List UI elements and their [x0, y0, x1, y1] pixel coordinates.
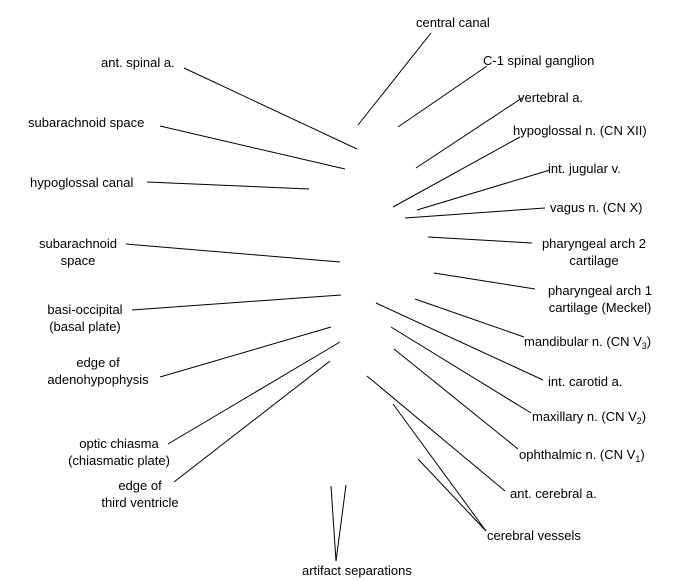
leader-edge-third-ventricle — [173, 360, 331, 483]
label-vagus-n: vagus n. (CN X) — [550, 200, 643, 215]
label-line: subarachnoid — [38, 236, 118, 251]
leader-cerebral-vessels-1 — [392, 403, 487, 532]
label-subscript: 3 — [641, 341, 647, 351]
label-subscript: 1 — [635, 454, 641, 464]
leader-artifact-1 — [330, 485, 337, 562]
label-edge-adenohypophysis: edge of adenohypophysis — [42, 354, 154, 388]
leader-optic-chiasma — [167, 341, 341, 445]
label-optic-chiasma: optic chiasma (chiasmatic plate) — [58, 435, 180, 469]
label-line: pharyngeal arch 2 — [541, 236, 647, 251]
label-int-jugular-v: int. jugular v. — [548, 161, 621, 176]
leader-subarachnoid-space-1 — [159, 125, 346, 170]
label-line: adenohypophysis — [47, 372, 149, 387]
label-text: maxillary n. (CN V — [532, 409, 637, 424]
label-pharyngeal-arch-1: pharyngeal arch 1 cartilage (Meckel) — [538, 282, 662, 316]
label-line: (basal plate) — [49, 319, 121, 334]
label-mandibular-n: mandibular n. (CN V3) — [524, 333, 652, 351]
leader-subarachnoid-space-2 — [125, 243, 341, 263]
leader-pharyngeal-arch-2 — [427, 236, 533, 244]
label-hypoglossal-n: hypoglossal n. (CN XII) — [513, 123, 647, 138]
label-central-canal: central canal — [416, 15, 490, 30]
label-vertebral-a: vertebral a. — [518, 90, 584, 105]
leader-ant-spinal-a — [183, 67, 358, 150]
leader-edge-adenohypophysis — [159, 326, 332, 378]
label-line: edge of — [76, 355, 120, 370]
leader-maxillary-n — [390, 326, 532, 414]
label-cerebral-vessels: cerebral vessels — [487, 528, 581, 543]
label-text: ) — [646, 334, 652, 349]
label-line: (chiasmatic plate) — [68, 453, 170, 468]
label-text: mandibular n. (CN V — [524, 334, 642, 349]
label-artifact-separations: artifact separations — [302, 563, 412, 578]
label-int-carotid-a: int. carotid a. — [548, 374, 623, 389]
leader-ant-cerebral-a — [366, 375, 506, 492]
leader-int-carotid-a — [375, 302, 544, 381]
label-line: edge of — [118, 478, 162, 493]
leader-artifact-2 — [335, 484, 347, 562]
leader-central-canal — [357, 32, 432, 126]
label-pharyngeal-arch-2: pharyngeal arch 2 cartilage — [534, 235, 654, 269]
label-subscript: 2 — [636, 416, 642, 426]
leader-basi-occipital — [131, 294, 342, 311]
label-line: basi-occipital — [47, 302, 123, 317]
leader-cerebral-vessels-2 — [417, 458, 487, 532]
label-edge-third-ventricle: edge of third ventricle — [94, 477, 186, 511]
label-maxillary-n: maxillary n. (CN V2) — [532, 408, 647, 426]
label-basi-occipital: basi-occipital (basal plate) — [38, 301, 132, 335]
label-text: ophthalmic n. (CN V — [519, 447, 636, 462]
label-subarachnoid-space-2: subarachnoid space — [30, 235, 126, 269]
label-line: space — [60, 253, 96, 268]
label-c1-spinal-ganglion: C-1 spinal ganglion — [483, 53, 595, 68]
label-ant-cerebral-a: ant. cerebral a. — [510, 486, 597, 501]
label-line: cartilage — [569, 253, 619, 268]
leader-pharyngeal-arch-1 — [433, 272, 536, 290]
label-hypoglossal-canal: hypoglossal canal — [30, 175, 134, 190]
leader-hypoglossal-canal — [146, 181, 310, 190]
leader-vertebral-a — [415, 97, 523, 169]
label-line: pharyngeal arch 1 — [547, 283, 653, 298]
leader-ophthalmic-n — [393, 348, 519, 450]
label-line: third ventricle — [101, 495, 179, 510]
label-line: optic chiasma — [79, 436, 159, 451]
leader-hypoglossal-n — [392, 136, 521, 208]
label-line: cartilage (Meckel) — [548, 300, 652, 315]
label-ophthalmic-n: ophthalmic n. (CN V1) — [519, 446, 645, 464]
leader-mandibular-n — [414, 298, 525, 338]
label-text: ) — [641, 409, 647, 424]
leader-vagus-n — [404, 207, 546, 219]
label-subarachnoid-space: subarachnoid space — [28, 115, 145, 130]
label-ant-spinal-a: ant. spinal a. — [101, 55, 175, 70]
leader-int-jugular-v — [416, 169, 551, 211]
label-text: ) — [640, 447, 645, 462]
leader-c1-spinal-ganglion — [397, 65, 488, 128]
